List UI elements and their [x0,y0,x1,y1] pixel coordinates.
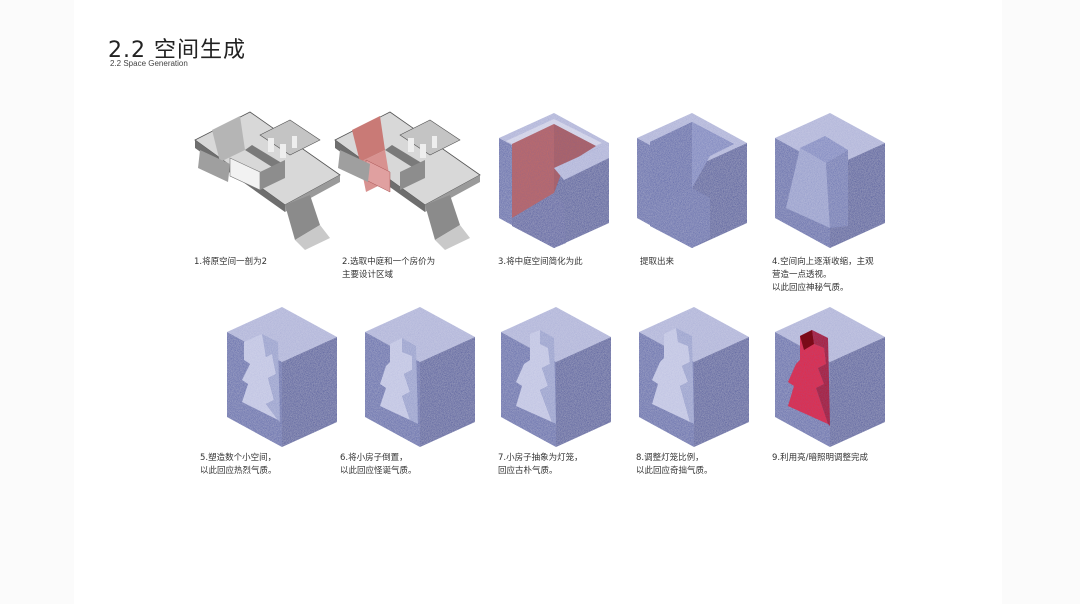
step-4-diagram [632,108,752,253]
caption-line: 7.小房子抽象为灯笼， [498,453,583,463]
caption-line: 以此回应奇拙气质。 [636,466,713,476]
step-2-diagram [330,100,485,250]
step-5-caption: 4.空间向上逐渐收缩，主观 营造一点透视。 以此回应神秘气质。 [772,256,874,295]
caption-line: 3.将中庭空间简化为此 [498,257,583,267]
caption-line: 6.将小房子倒置， [340,453,408,463]
slide-page [74,0,1002,604]
step-5-diagram [770,108,890,253]
caption-line: 提取出来 [640,257,675,267]
step-4-caption: 提取出来 [640,256,674,269]
scaled-lantern-cube-icon [639,307,749,447]
step-9-caption: 8.调整灯笼比例， 以此回应奇拙气质。 [636,452,713,478]
extracted-cube-icon [637,113,747,248]
highlighted-model-icon [334,111,481,250]
step-6-diagram [222,302,342,452]
caption-line: 营造一点透视。 [772,270,832,280]
step-1-caption: 1.将原空间一剖为2 [194,256,267,269]
step-2-caption: 2.选取中庭和一个房价为 主要设计区域 [342,256,435,282]
step-1-diagram [190,100,345,250]
caption-line: 主要设计区域 [342,270,394,280]
caption-line: 8.调整灯笼比例， [636,453,704,463]
caption-line: 5.塑造数个小空间， [200,453,277,463]
step-6-caption: 5.塑造数个小空间， 以此回应热烈气质。 [200,452,277,478]
simplified-cube-icon [499,113,609,248]
step-8-diagram [496,302,616,452]
step-10-diagram [770,302,890,452]
step-7-diagram [360,302,480,452]
caption-line: 9.利用亮/暗照明调整完成 [772,453,868,463]
page-title: 2.2 空间生成 [108,38,246,63]
caption-line: 回应古朴气质。 [498,466,558,476]
step-8-caption: 7.小房子抽象为灯笼， 回应古朴气质。 [498,452,583,478]
lit-cube-icon [775,307,885,447]
caption-line: 2.选取中庭和一个房价为 [342,257,436,267]
caption-line: 1.将原空间一剖为2 [194,257,268,267]
step-9-diagram [634,302,754,452]
caption-line: 4.空间向上逐渐收缩，主观 [772,257,874,267]
step-3-caption: 3.将中庭空间简化为此 [498,256,583,269]
step-7-caption: 6.将小房子倒置， 以此回应怪诞气质。 [340,452,417,478]
sectioned-model-icon [194,111,341,250]
caption-line: 以此回应热烈气质。 [200,466,277,476]
tapered-cube-icon [775,113,885,248]
page-subtitle: 2.2 Space Generation [110,59,188,68]
caption-line: 以此回应怪诞气质。 [340,466,417,476]
step-3-diagram [494,108,614,253]
lantern-cube-icon [501,307,611,447]
step-10-caption: 9.利用亮/暗照明调整完成 [772,452,868,465]
carved-cube-icon [227,307,337,447]
caption-line: 以此回应神秘气质。 [772,283,849,293]
inverted-house-cube-icon [365,307,475,447]
